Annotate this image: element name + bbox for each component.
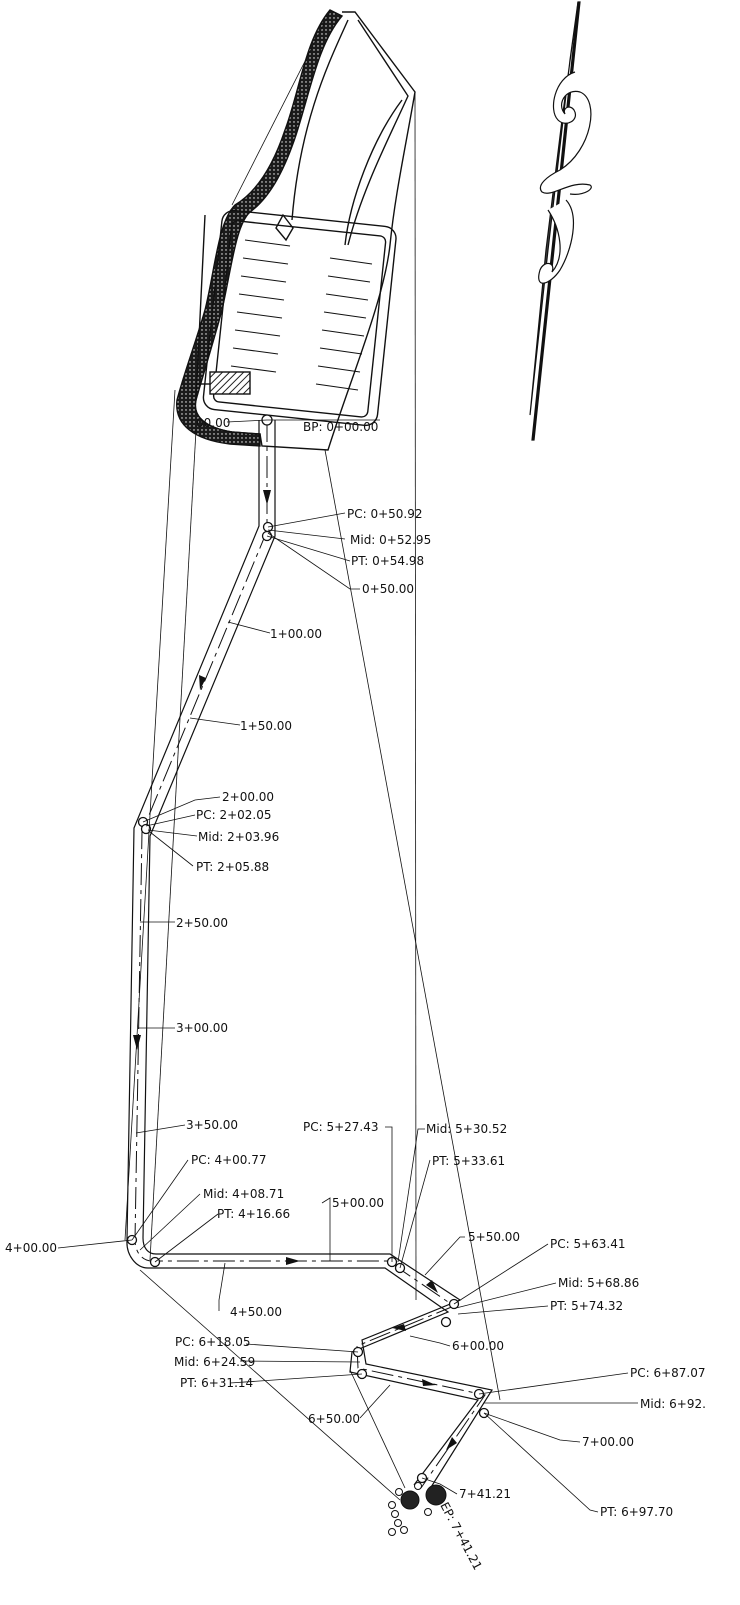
curve-point-label: Mid: 4+08.71 [203, 1187, 284, 1201]
north-arrow-scroll-bottom [538, 199, 574, 284]
station-label: 1+00.00 [270, 627, 322, 641]
curve-point-label: Mid: 6+92. [640, 1397, 706, 1411]
dumpster-pad [209, 371, 251, 395]
arrow-7 [422, 1379, 436, 1386]
curve-point-label: Mid: 6+24.59 [174, 1355, 255, 1369]
curve-point-labels: PC: 0+50.92 Mid: 0+52.95 PT: 0+54.98 PC:… [174, 507, 706, 1519]
drive-lane-east [347, 19, 409, 246]
parking-stripes-west [230, 239, 291, 373]
terminal-cluster [388, 1482, 447, 1536]
station-labels: 0+50.00 1+00.00 1+50.00 2+00.00 2+50.00 … [5, 582, 634, 1449]
arrow-5 [426, 1280, 438, 1293]
curve-point-label: PC: 5+63.41 [550, 1237, 626, 1251]
curb-band [176, 9, 344, 447]
curve-point-label: PT: 6+31.14 [180, 1376, 253, 1390]
curve-point-label: PC: 2+02.05 [196, 808, 272, 822]
station-label: 7+00.00 [582, 1435, 634, 1449]
station-label: 0+50.00 [362, 582, 414, 596]
drive-lane-east-inner [344, 99, 403, 246]
parking-lot [176, 9, 416, 451]
arrow-1 [263, 490, 271, 505]
parking-bay [202, 209, 397, 427]
station-label: 4+50.00 [230, 1305, 282, 1319]
station-label: 5+00.00 [332, 1196, 384, 1210]
station-label: 5+50.00 [468, 1230, 520, 1244]
curve-point-label: PT: 4+16.66 [217, 1207, 290, 1221]
station-label: 2+50.00 [176, 916, 228, 930]
curve-point-label: Mid: 5+30.52 [426, 1122, 507, 1136]
curve-point-label: Mid: 5+68.86 [558, 1276, 639, 1290]
drive-lane-west [291, 19, 349, 221]
curve-point-label: PT: 6+97.70 [600, 1505, 673, 1519]
curve-point-label: PC: 0+50.92 [347, 507, 423, 521]
arrow-8 [446, 1437, 457, 1450]
station-label: 6+50.00 [308, 1412, 360, 1426]
lot-outline [194, 11, 416, 451]
curve-markers [126, 414, 490, 1484]
station-label: 2+00.00 [222, 790, 274, 804]
arrow-6 [392, 1324, 406, 1331]
station-label: 3+50.00 [186, 1118, 238, 1132]
north-arrow [529, 1, 592, 441]
section-lines [124, 11, 501, 1501]
curve-point-label: Mid: 0+52.95 [350, 533, 431, 547]
diamond-marker [275, 213, 294, 242]
curve-point-label: PT: 2+05.88 [196, 860, 269, 874]
parking-bay-inner [212, 220, 387, 418]
curve-point-label: PC: 6+18.05 [175, 1335, 251, 1349]
station-label: 3+00.00 [176, 1021, 228, 1035]
curve-point-label: Mid: 2+03.96 [198, 830, 279, 844]
station-label: 4+00.00 [5, 1241, 57, 1255]
ep-station-label: 7+41.21 [459, 1487, 511, 1501]
begin-point-labels: 00.00 BP: 0+00.00 [196, 416, 378, 434]
station-label: 6+00.00 [452, 1339, 504, 1353]
ep-label: EP: 7+41.21 [437, 1500, 484, 1573]
curve-point-label: PC: 4+00.77 [191, 1153, 267, 1167]
end-point-labels: 7+41.21 EP: 7+41.21 [437, 1487, 511, 1572]
curve-point-label: PT: 5+74.32 [550, 1299, 623, 1313]
arrow-2 [199, 675, 206, 690]
curve-point-label: PT: 5+33.61 [432, 1154, 505, 1168]
curve-point-label: PC: 5+27.43 [303, 1120, 379, 1134]
bp-label: BP: 0+00.00 [303, 420, 378, 434]
road-edge-right [142, 420, 493, 1493]
curve-point-label: PC: 6+87.07 [630, 1366, 706, 1380]
parking-stripes-east [315, 257, 373, 391]
curve-point-label: PT: 0+54.98 [351, 554, 424, 568]
arrow-4 [286, 1257, 300, 1265]
bp-offset-label: 00.00 [196, 416, 230, 430]
station-label: 1+50.00 [240, 719, 292, 733]
road-edge-left [126, 420, 480, 1486]
north-arrow-scroll-top [539, 71, 592, 195]
leader-lines [57, 419, 638, 1513]
